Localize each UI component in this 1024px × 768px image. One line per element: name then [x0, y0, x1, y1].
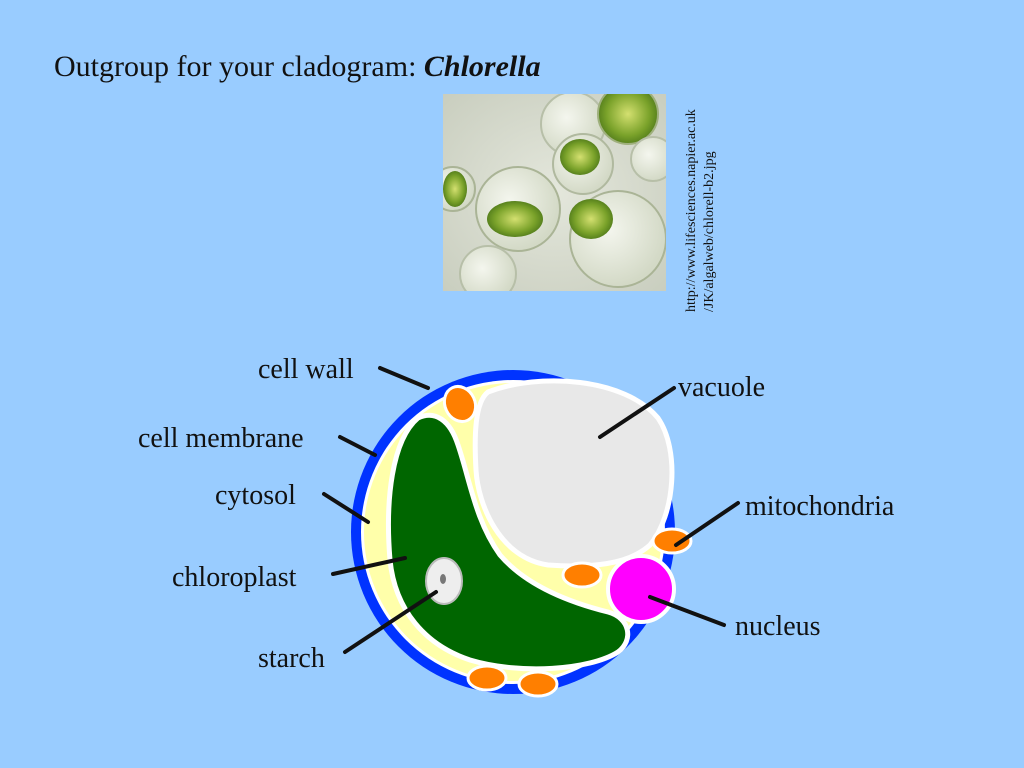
label-nucleus: nucleus: [735, 611, 821, 642]
mitochondrion: [651, 527, 693, 555]
label-cell-wall: cell wall: [258, 354, 354, 385]
label-mitochondria: mitochondria: [745, 491, 895, 522]
label-cell-membrane: cell membrane: [138, 423, 304, 454]
label-chloroplast: chloroplast: [172, 562, 297, 593]
title-text: Outgroup for your cladogram:: [54, 50, 424, 83]
chlorella-micrograph: [443, 94, 666, 291]
page-title: Outgroup for your cladogram: Chlorella: [54, 50, 541, 84]
starch-leader: [343, 590, 438, 654]
mitochondrion: [442, 384, 478, 424]
vacuole-leader: [598, 386, 676, 439]
cytosol-leader: [322, 492, 370, 524]
chloroplast-leader: [331, 556, 407, 576]
mitochondrion: [466, 664, 508, 692]
cell-wall-leader: [378, 366, 430, 390]
mitochondrion: [561, 561, 603, 589]
label-vacuole: vacuole: [678, 372, 765, 403]
label-lines: [322, 366, 740, 654]
mitochondrion: [517, 670, 559, 698]
mitochondria-leader: [674, 501, 740, 547]
nucleus: [606, 554, 676, 624]
micrograph-image: [443, 94, 666, 291]
label-starch: starch: [258, 643, 325, 674]
mitochondria-group: [442, 384, 693, 698]
nucleus-leader: [648, 595, 726, 627]
cell-membrane-leader: [338, 435, 377, 457]
label-cytosol: cytosol: [215, 480, 296, 511]
title-species: Chlorella: [423, 50, 541, 83]
starch-dot: [440, 574, 446, 584]
